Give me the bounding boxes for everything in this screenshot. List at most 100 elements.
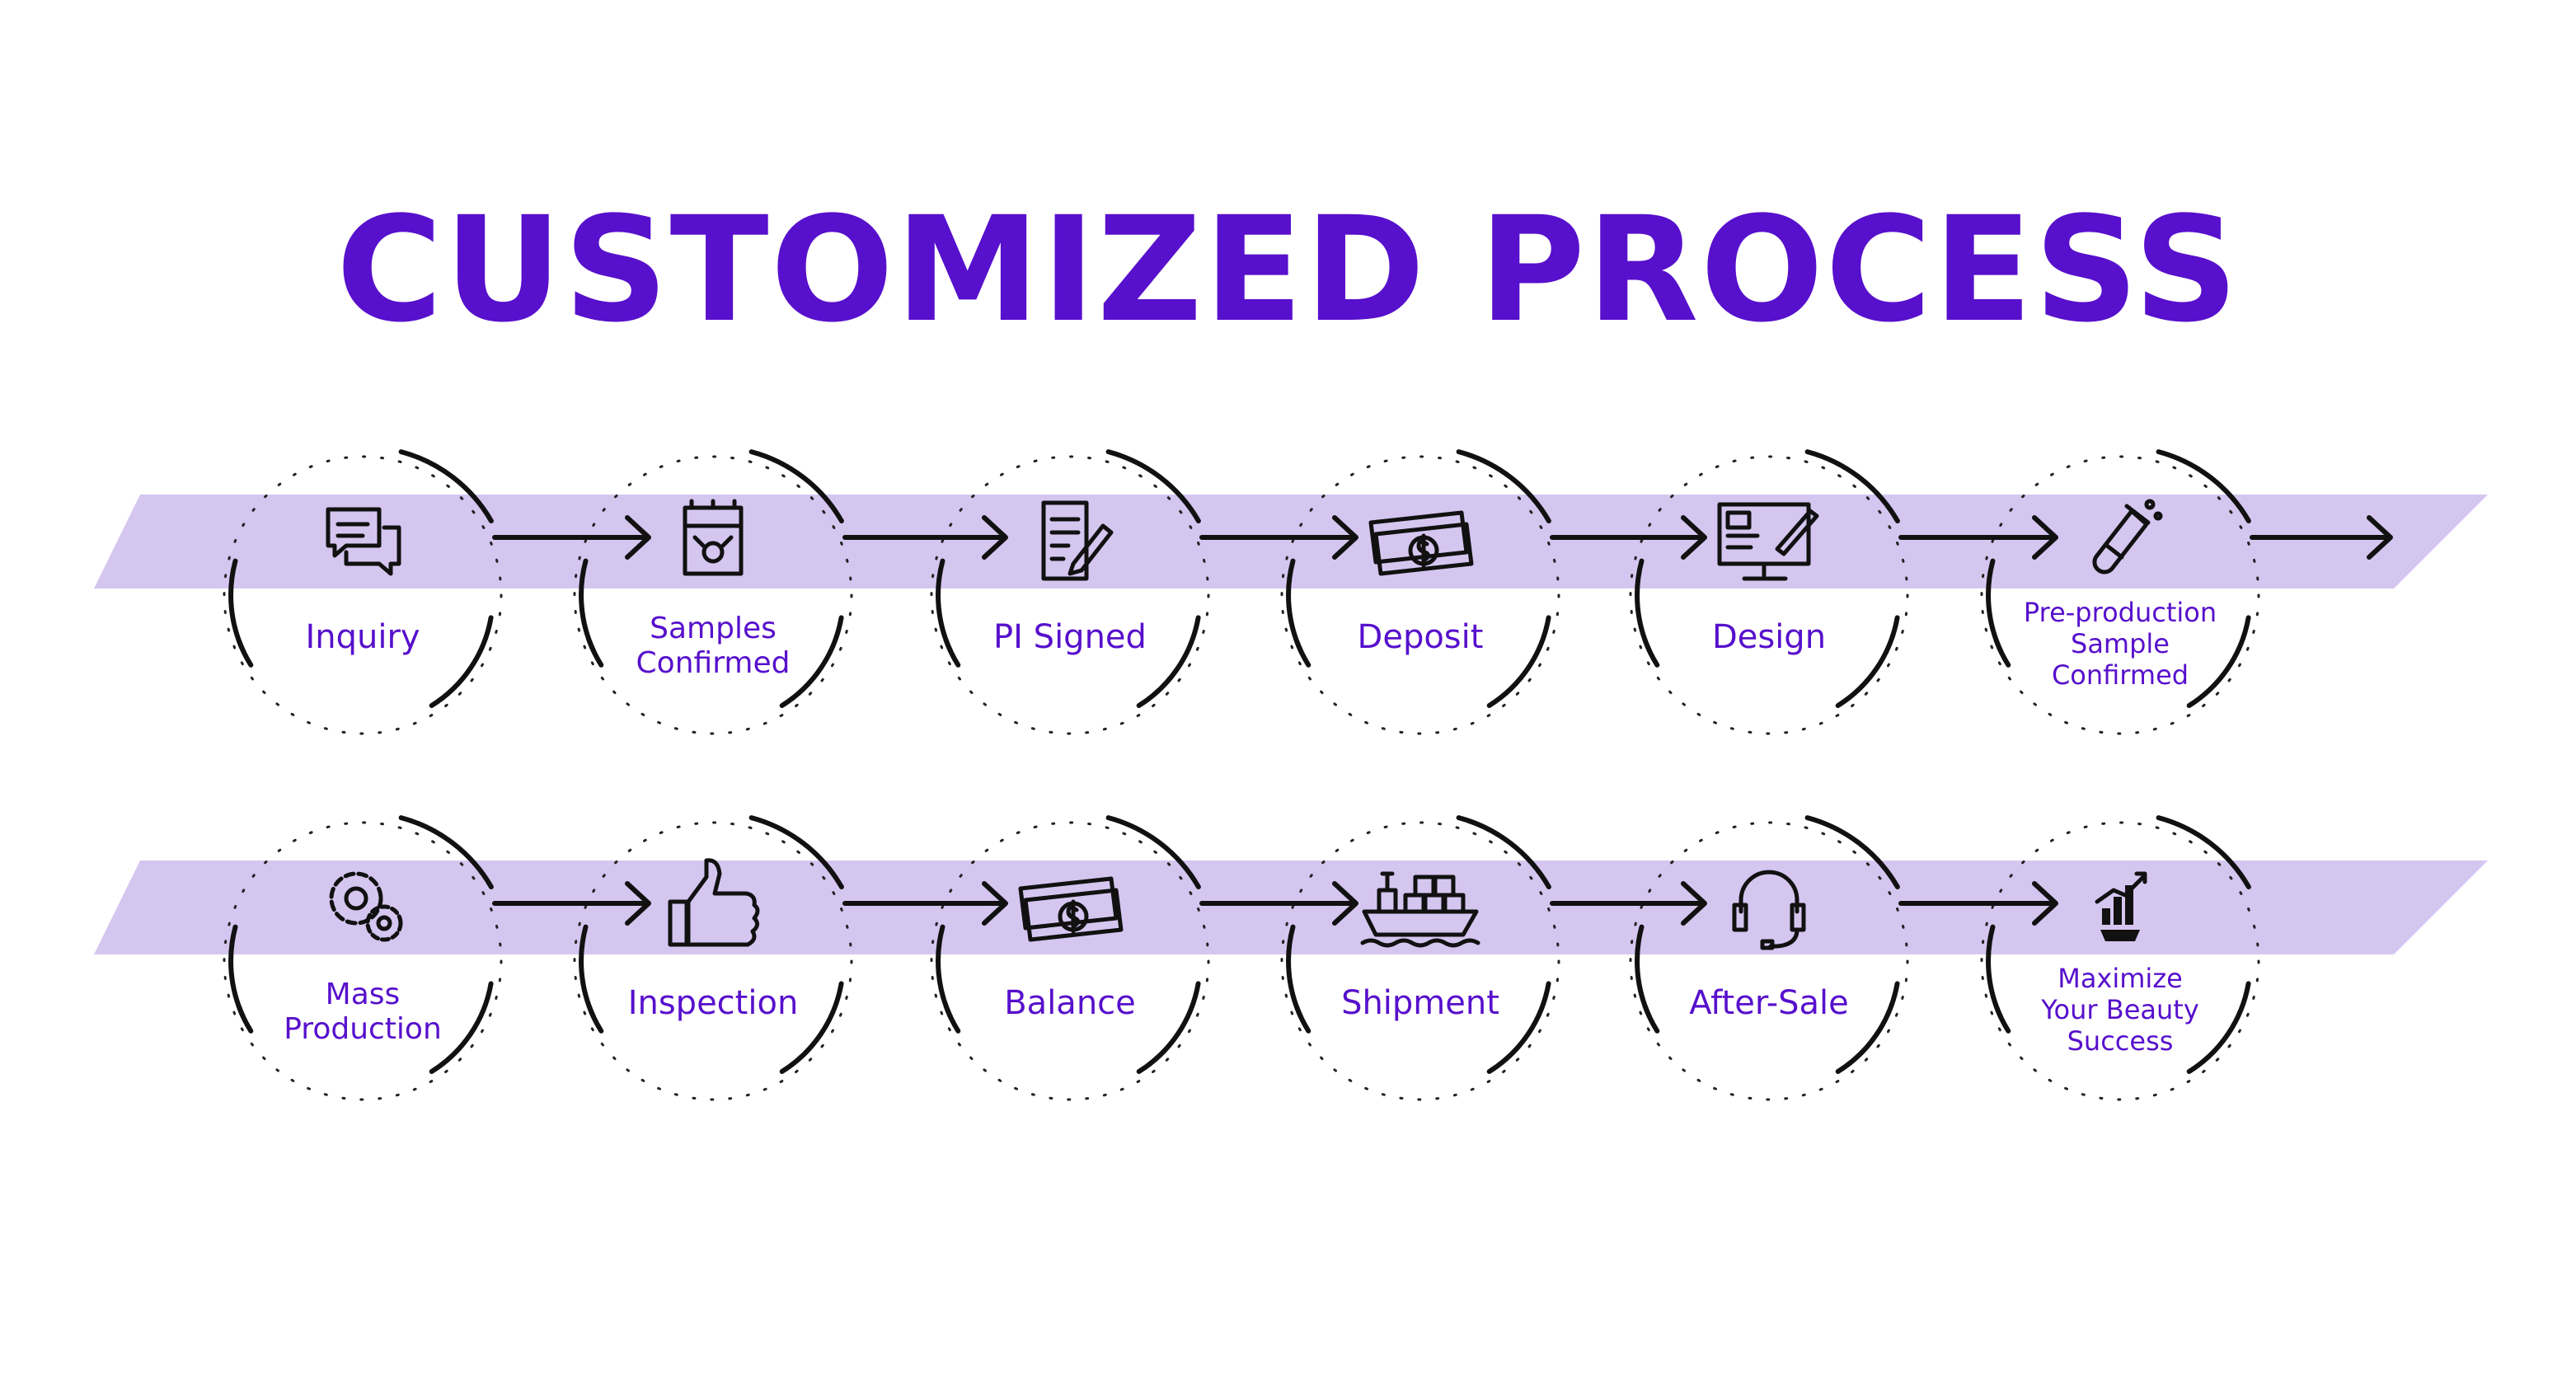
bracket-tick [1293,1003,1311,1034]
bottom-right-arc [1835,981,1900,1074]
bracket-tick [943,637,961,668]
step-label-line: Production [284,1012,442,1046]
step-label-line: Success [2067,1025,2174,1057]
bracket-tick [586,637,604,668]
dotted-circle [223,455,503,735]
connector-arrow [492,881,651,926]
top-right-arc [2156,815,2251,889]
bottom-right-arc [429,981,494,1074]
step-label-line: Deposit [1358,618,1484,656]
step-label: Inspection [628,984,799,1022]
top-right-arc [398,815,494,889]
money-icon [1368,510,1474,576]
step-label: Design [1712,618,1826,656]
connector-arrow [1550,515,1707,560]
headset-icon [1732,870,1806,950]
connector-arrow [2250,515,2393,560]
step-label-line: PI Signed [993,618,1147,656]
top-right-arc [1105,449,1201,523]
step-label-line: Design [1712,618,1826,656]
step-label-line: Mass [326,978,401,1011]
step-label: Inquiry [305,618,420,656]
step-label: PI Signed [993,618,1147,656]
document-sign-icon [1041,500,1114,581]
step-label-line: Balance [1004,984,1136,1022]
bottom-right-arc [2186,981,2251,1074]
process-step: After-Sale [1629,815,1909,1101]
chat-bubbles-icon [326,507,401,576]
top-right-arc [2156,449,2251,523]
bracket-tick [943,1003,961,1034]
step-label: After-Sale [1689,984,1849,1022]
bracket-tick [1993,637,2011,668]
bracket-tick [1642,1003,1660,1034]
thumbs-up-icon [668,858,760,947]
step-label-line: Your Beauty [2040,994,2199,1025]
dotted-circle [1629,455,1909,735]
step-label-line: Sample [2071,628,2170,659]
bracket-tick [236,1003,254,1034]
dotted-circle [930,455,1210,735]
bottom-right-arc [779,615,844,708]
step-label-line: Shipment [1341,984,1499,1022]
bracket-tick [586,1003,604,1034]
process-step: PI Signed [930,449,1210,735]
page-title: CUSTOMIZED PROCESS [335,185,2241,354]
top-right-arc [748,449,844,523]
dotted-circle [930,821,1210,1101]
bracket-tick [1293,637,1311,668]
process-step: Inspection [573,815,853,1101]
process-step: Inquiry [223,449,503,735]
step-label-line: Inspection [628,984,799,1022]
dotted-circle [1280,455,1560,735]
bottom-right-arc [1486,981,1551,1074]
process-step: Balance [930,815,1210,1101]
step-label-line: Pre-production [2024,597,2217,628]
step-label-line: Confirmed [2052,659,2189,691]
gears-icon [329,871,403,942]
step-label: Balance [1004,984,1136,1022]
connector-arrow [1550,881,1707,926]
dotted-circle [573,455,853,735]
step-label-line: After-Sale [1689,984,1849,1022]
step-label-line: Confirmed [636,646,791,680]
step-label: Shipment [1341,984,1499,1022]
connector-arrow [492,515,651,560]
bottom-right-arc [1486,615,1551,708]
step-label-line: Maximize [2058,963,2183,994]
dotted-circle [223,821,503,1101]
dotted-circle [1629,821,1909,1101]
connector-arrow [1898,515,2058,560]
connector-arrow [1199,515,1358,560]
step-label: Deposit [1358,618,1484,656]
bottom-right-arc [2186,615,2251,708]
design-monitor-icon [1717,502,1819,581]
dotted-circle [573,821,853,1101]
connector-arrow [1898,881,2058,926]
step-label-line: Samples [650,612,777,645]
top-right-arc [1804,815,1900,889]
cargo-ship-icon [1360,871,1480,948]
process-step: Shipment [1280,815,1560,1101]
top-right-arc [398,449,494,523]
bottom-right-arc [779,981,844,1074]
bracket-tick [1993,1003,2011,1034]
top-right-arc [748,815,844,889]
dotted-circle [1980,455,2260,735]
dotted-circle [1280,821,1560,1101]
arrows-layer [492,515,2393,926]
step-label-line: Inquiry [305,618,420,656]
bottom-right-arc [1136,981,1201,1074]
row-1-band [94,495,2488,589]
connector-arrow [842,881,1008,926]
